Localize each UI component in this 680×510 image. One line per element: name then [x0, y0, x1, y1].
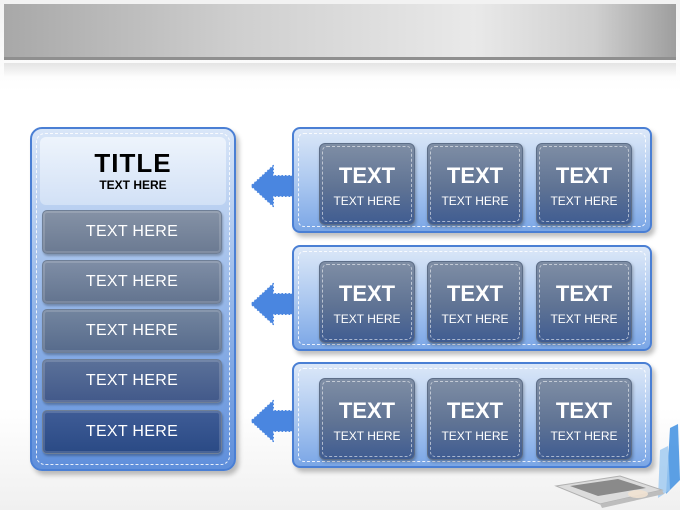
- title-box: TITLE TEXT HERE: [40, 137, 226, 205]
- cell-heading: TEXT: [446, 281, 504, 306]
- header-bar: [4, 4, 676, 60]
- left-panel: TITLE TEXT HERE TEXT HERE TEXT HERE TEXT…: [30, 127, 236, 471]
- cell-subtext: TEXT HERE: [550, 194, 618, 208]
- cell-heading: TEXT: [338, 281, 396, 306]
- list-item-5: TEXT HERE: [42, 410, 222, 454]
- list-item-2: TEXT HERE: [42, 260, 222, 304]
- cell-heading: TEXT: [555, 163, 613, 188]
- cell-heading: TEXT: [338, 398, 396, 423]
- row-panel-1: TEXT TEXT HERE TEXT TEXT HERE TEXT TEXT …: [292, 127, 652, 233]
- cell-heading: TEXT: [446, 163, 504, 188]
- cell-heading: TEXT: [555, 398, 613, 423]
- diagram-subtitle: TEXT HERE: [99, 178, 167, 192]
- cell-2-1: TEXT TEXT HERE: [319, 261, 415, 343]
- cell-heading: TEXT: [446, 398, 504, 423]
- cell-3-3: TEXT TEXT HERE: [536, 378, 632, 460]
- arrow-left-icon: [250, 162, 294, 210]
- arrow-left-icon: [250, 397, 294, 445]
- cell-subtext: TEXT HERE: [333, 312, 401, 326]
- header-shadow: [4, 63, 676, 77]
- cell-3-2: TEXT TEXT HERE: [427, 378, 523, 460]
- list-item-3: TEXT HERE: [42, 309, 222, 353]
- cell-subtext: TEXT HERE: [441, 194, 509, 208]
- row-panel-2: TEXT TEXT HERE TEXT TEXT HERE TEXT TEXT …: [292, 245, 652, 351]
- row-panel-3: TEXT TEXT HERE TEXT TEXT HERE TEXT TEXT …: [292, 362, 652, 468]
- list-item-1: TEXT HERE: [42, 210, 222, 254]
- cell-1-2: TEXT TEXT HERE: [427, 143, 523, 225]
- cell-subtext: TEXT HERE: [333, 194, 401, 208]
- cell-1-3: TEXT TEXT HERE: [536, 143, 632, 225]
- cell-1-1: TEXT TEXT HERE: [319, 143, 415, 225]
- cell-2-3: TEXT TEXT HERE: [536, 261, 632, 343]
- cell-3-1: TEXT TEXT HERE: [319, 378, 415, 460]
- cell-subtext: TEXT HERE: [441, 312, 509, 326]
- cell-heading: TEXT: [555, 281, 613, 306]
- arrow-left-icon: [250, 280, 294, 328]
- diagram-title: TITLE: [94, 148, 172, 178]
- cell-subtext: TEXT HERE: [550, 312, 618, 326]
- cell-subtext: TEXT HERE: [550, 429, 618, 443]
- cell-2-2: TEXT TEXT HERE: [427, 261, 523, 343]
- cell-subtext: TEXT HERE: [441, 429, 509, 443]
- cell-heading: TEXT: [338, 163, 396, 188]
- laptop-icon: [554, 424, 680, 508]
- cell-subtext: TEXT HERE: [333, 429, 401, 443]
- list-item-4: TEXT HERE: [42, 359, 222, 403]
